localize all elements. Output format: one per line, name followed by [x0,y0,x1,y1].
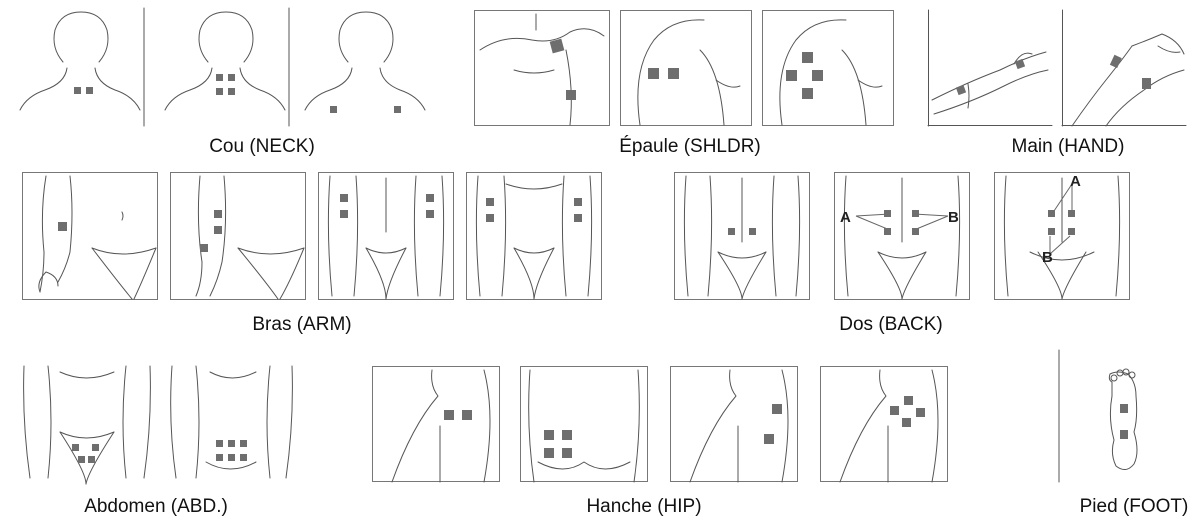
caption-shoulder: Épaule (SHLDR) [619,136,761,157]
shoulder-diagram-2 [620,10,752,126]
caption-hand: Main (HAND) [1011,136,1125,157]
neck-diagram-3 [300,8,430,126]
hand-diagram-1 [927,9,1053,127]
foot-diagram [1056,348,1182,484]
neck-diagram-1 [15,7,145,127]
neck-diagram-2 [160,7,290,127]
abdomen-diagram-1 [20,362,154,485]
caption-abdomen: Abdomen (ABD.) [84,496,228,517]
arm-diagram-2 [170,172,306,300]
hand-diagram-2 [1061,9,1187,127]
arm-diagram-3 [318,172,454,300]
caption-arm: Bras (ARM) [252,314,352,335]
point-label-a: A [840,209,851,226]
caption-hip: Hanche (HIP) [586,496,702,517]
point-label-b-2: B [1042,249,1053,266]
shoulder-diagram-1 [474,10,610,126]
back-diagram-2: A B [834,172,970,300]
back-diagram-1 [674,172,810,300]
hip-diagram-2 [520,366,648,483]
hip-diagram-1 [372,366,500,483]
point-label-b: B [948,209,959,226]
caption-back: Dos (BACK) [839,314,943,335]
hip-diagram-3 [670,366,798,483]
back-diagram-3: A B [994,172,1130,300]
caption-neck: Cou (NECK) [209,136,315,157]
point-label-a-2: A [1070,173,1081,190]
abdomen-diagram-2 [166,362,296,484]
arm-diagram-4 [466,172,602,300]
hip-diagram-4 [820,366,948,483]
arm-diagram-1 [22,172,158,300]
shoulder-diagram-3 [762,10,894,126]
caption-foot: Pied (FOOT) [1079,496,1189,517]
